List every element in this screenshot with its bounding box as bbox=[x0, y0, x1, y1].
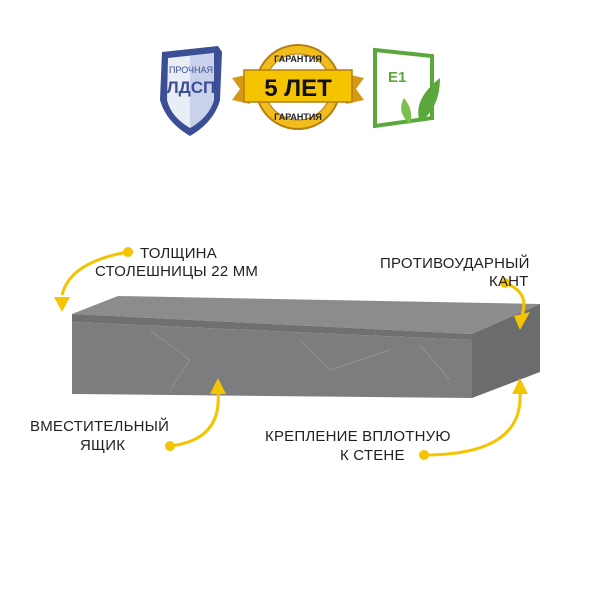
thickness-arrow bbox=[60, 250, 129, 296]
shelf-drawer-product bbox=[72, 296, 540, 398]
warranty-main-text: 5 ЛЕТ bbox=[264, 75, 332, 102]
warranty-badge: ГАРАНТИЯ 5 ЛЕТ ГАРАНТИЯ bbox=[232, 44, 364, 130]
eco-class-text: E1 bbox=[388, 69, 406, 86]
thickness-label-line2: СТОЛЕШНИЦЫ 22 ММ bbox=[95, 263, 259, 280]
chipboard-line1: ПРОЧНАЯ bbox=[169, 65, 213, 75]
eco-e1-badge: E1 bbox=[373, 47, 440, 129]
drawer-arrow bbox=[169, 391, 220, 448]
mount-arrow bbox=[423, 391, 522, 457]
drawer-label-line1: ВМЕСТИТЕЛЬНЫЙ bbox=[30, 418, 170, 435]
chipboard-line2: ЛДСП bbox=[167, 78, 216, 97]
warranty-top-text: ГАРАНТИЯ bbox=[274, 54, 322, 64]
mount-label-line1: КРЕПЛЕНИЕ ВПЛОТНУЮ bbox=[265, 428, 451, 445]
edge-label-line1: ПРОТИВОУДАРНЫЙ bbox=[380, 255, 530, 272]
edge-label-line2: КАНТ bbox=[489, 273, 529, 290]
mount-label-line2: К СТЕНЕ bbox=[340, 447, 405, 464]
callout-markers bbox=[54, 247, 530, 460]
thickness-label-line1: ТОЛЩИНА bbox=[140, 245, 217, 262]
leaf-icon bbox=[418, 78, 440, 122]
chipboard-badge: ПРОЧНАЯ ЛДСП bbox=[160, 46, 222, 136]
warranty-bottom-text: ГАРАНТИЯ bbox=[274, 112, 322, 122]
drawer-label-line2: ЯЩИК bbox=[80, 437, 126, 454]
callout-arrows bbox=[60, 250, 526, 457]
leaf-icon bbox=[401, 98, 412, 124]
